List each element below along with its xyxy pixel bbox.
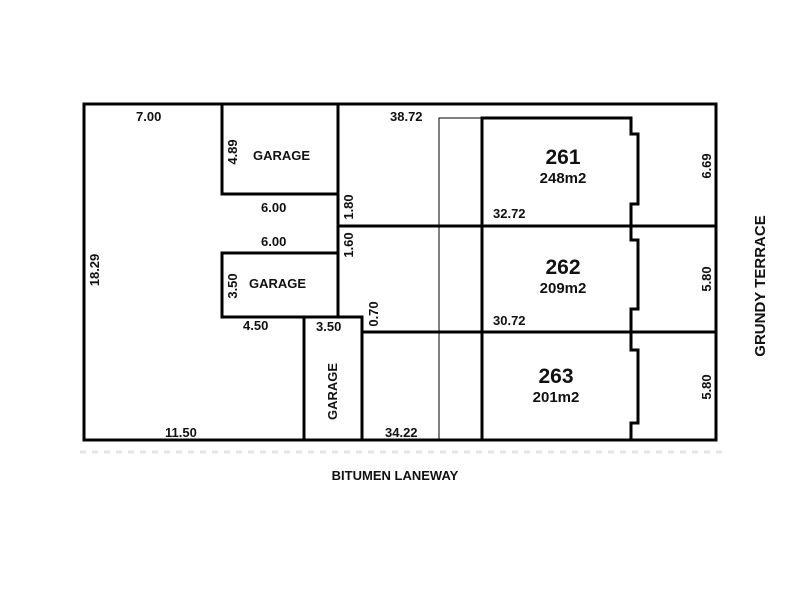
setback-line — [438, 117, 482, 440]
garage-2-label: GARAGE — [249, 276, 306, 291]
dim-bottom-left: 11.50 — [165, 425, 197, 440]
dim-gap-0-70: 0.70 — [366, 301, 381, 326]
dim-gap-1-80: 1.80 — [341, 194, 356, 219]
dim-lot261-top: 38.72 — [390, 109, 423, 124]
garage-1 — [220, 102, 340, 196]
lot-262-area: 209m2 — [540, 280, 587, 297]
dim-garage2-top: 6.00 — [261, 234, 286, 249]
dim-garage1-width: 6.00 — [261, 200, 286, 215]
dim-lot263-right: 5.80 — [699, 374, 714, 399]
dim-top-left: 7.00 — [136, 109, 161, 124]
dwelling-261 — [480, 116, 640, 226]
dim-lot261-boundary: 32.72 — [493, 206, 526, 221]
dwelling-263 — [480, 332, 640, 442]
dim-left-side: 18.29 — [87, 254, 102, 287]
laneway-label: BITUMEN LANEWAY — [332, 468, 459, 483]
dim-garage1-height: 4.89 — [225, 139, 240, 164]
site-boundary — [82, 102, 718, 442]
dim-lot262-boundary: 30.72 — [493, 313, 526, 328]
garage-1-label: GARAGE — [253, 148, 310, 163]
lot-261-area: 248m2 — [540, 170, 587, 187]
dim-lot262-right: 5.80 — [699, 266, 714, 291]
dim-lot263-bottom: 34.22 — [385, 425, 418, 440]
dim-lot261-right: 6.69 — [699, 153, 714, 178]
lot-263-number: 263 — [538, 365, 573, 388]
garage-3-label: GARAGE — [325, 363, 340, 420]
terrace-label: GRUNDY TERRACE — [752, 215, 769, 356]
dwelling-262 — [480, 224, 640, 332]
dim-offset-4-50: 4.50 — [243, 318, 268, 333]
dim-garage3-width: 3.50 — [316, 319, 341, 334]
dim-garage2-height: 3.50 — [225, 273, 240, 298]
dim-gap-1-60: 1.60 — [341, 232, 356, 257]
garage-2 — [220, 251, 340, 319]
garage-3 — [302, 315, 364, 442]
lot-262-number: 262 — [545, 256, 580, 279]
lot-263-area: 201m2 — [533, 389, 580, 406]
lot-261-number: 261 — [545, 146, 580, 169]
